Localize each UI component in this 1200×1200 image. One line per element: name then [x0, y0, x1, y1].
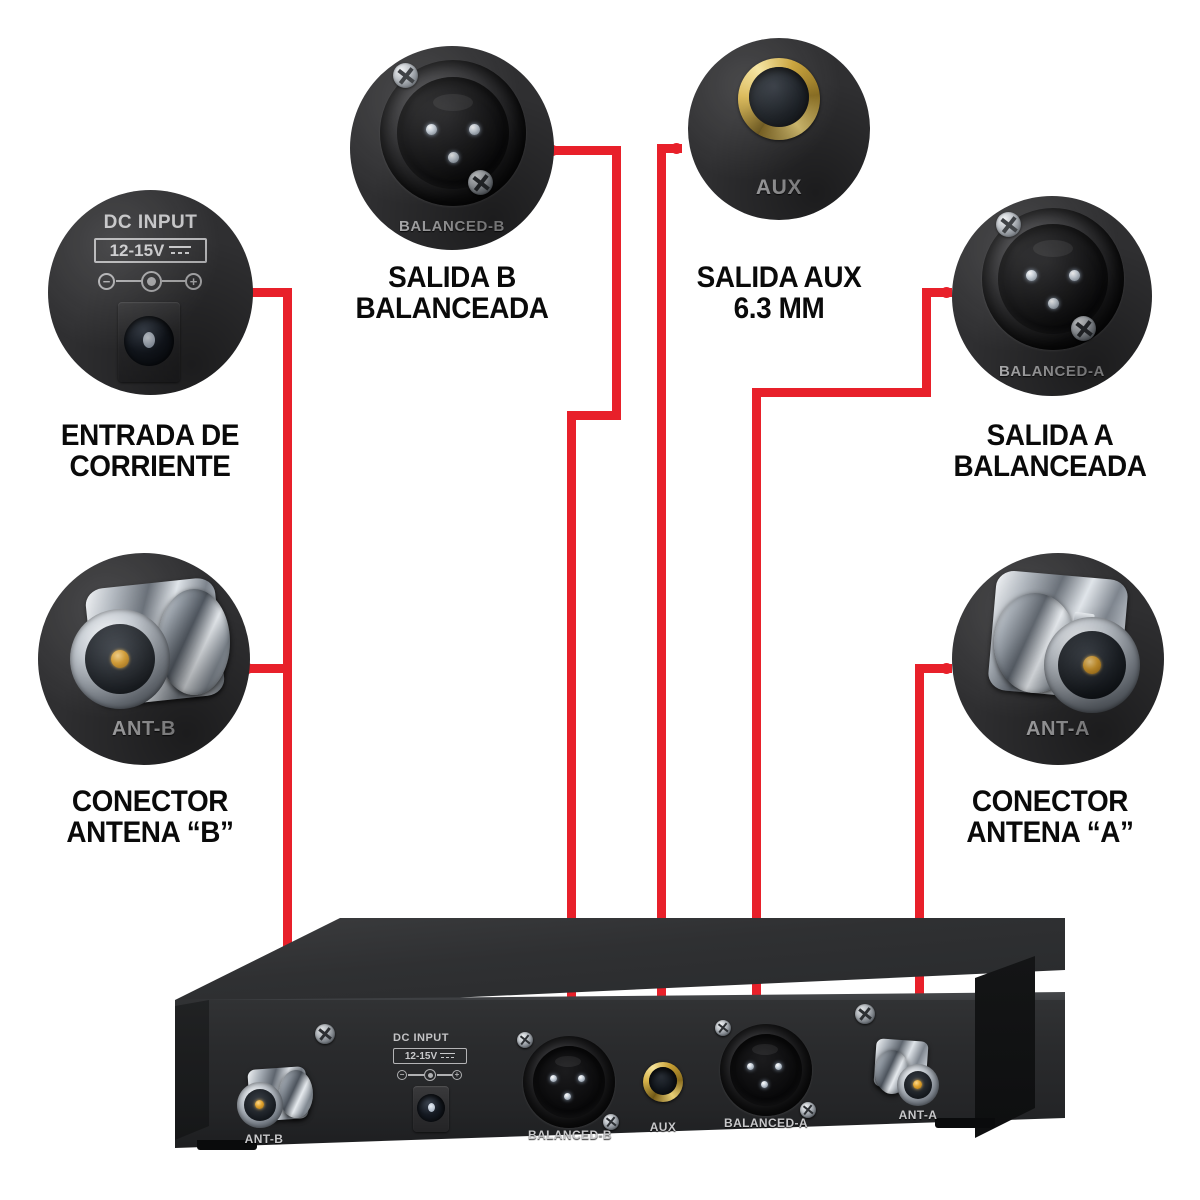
leader-line-balanced-a-v2 [752, 388, 761, 1038]
leader-line-dc-input-h1 [248, 288, 292, 297]
xlr-b-vent [433, 94, 473, 111]
aux-label: AUX [755, 176, 803, 199]
callout-balanced-a-photo: BALANCED-A [952, 196, 1152, 396]
device-xlr-a-bore [730, 1034, 802, 1106]
device-xlr-a-screw-top [715, 1020, 731, 1036]
chassis-foot-right [935, 1118, 995, 1128]
xlr-a-bore [998, 224, 1108, 334]
ant-b-barrel [158, 589, 230, 695]
caption-balanced-a: SALIDA A BALANCEADA [953, 419, 1147, 484]
caption-dc-input: ENTRADA DE CORRIENTE [60, 419, 240, 484]
aux-jack-hole [749, 67, 809, 127]
leader-line-aux-h1 [657, 144, 682, 153]
device-xlr-a-pin-2 [775, 1063, 782, 1070]
device-xlr-a-vent [752, 1044, 778, 1055]
device-label-balanced-a: BALANCED-A [724, 1116, 808, 1130]
chassis-foot-left [197, 1140, 257, 1150]
dc-voltage-text: 12-15V [109, 240, 165, 260]
leader-line-ant-a-h1 [915, 664, 952, 673]
dc-polarity-diagram: − + [98, 270, 204, 294]
device-label-ant-a: ANT-A [898, 1108, 938, 1122]
callout-balanced-b-photo: BALANCED-B [350, 46, 554, 250]
xlr-a-pin-1 [1026, 270, 1037, 281]
dc-jack-pin [143, 332, 155, 348]
xlr-a-vent [1033, 240, 1073, 257]
leader-line-balanced-b-v1 [612, 146, 621, 420]
callout-aux-photo: AUX [688, 38, 870, 220]
device-xlr-b-screw-bottom [603, 1114, 619, 1130]
device-aux-hole [649, 1067, 677, 1095]
xlr-a-screw-top [996, 212, 1021, 237]
device-label-aux: AUX [649, 1120, 677, 1134]
device-dc-voltage-text: 12-15V [404, 1050, 438, 1062]
device-ant-b-center-pin [255, 1100, 264, 1109]
leader-line-balanced-a-v1 [922, 288, 931, 394]
device-xlr-a-pin-1 [747, 1063, 754, 1070]
xlr-a-label: BALANCED-A [999, 363, 1105, 380]
dc-input-title: DC INPUT [103, 212, 198, 233]
device-xlr-b-pin-3 [564, 1093, 571, 1100]
chassis-screw-left [315, 1024, 335, 1044]
leader-line-balanced-b-h1 [552, 146, 621, 155]
device-xlr-b-bore [533, 1046, 605, 1118]
device-xlr-b-pin-1 [550, 1075, 557, 1082]
chassis-right-side [975, 956, 1035, 1138]
ant-b-label: ANT-B [111, 718, 177, 740]
dc-voltage-box: 12-15V [94, 238, 207, 263]
xlr-b-bore [397, 77, 509, 189]
leader-line-balanced-a-h1 [922, 288, 952, 297]
caption-aux: SALIDA AUX 6.3 MM [696, 261, 862, 326]
caption-balanced-b: SALIDA B BALANCEADA [355, 261, 549, 326]
ant-a-label: ANT-A [1025, 718, 1091, 740]
dc-dc-symbol [169, 244, 192, 258]
device-xlr-b-screw-top [517, 1032, 533, 1048]
xlr-a-pin-3 [1048, 298, 1059, 309]
ant-b-center-pin [111, 650, 129, 668]
device-xlr-b-pin-2 [578, 1075, 585, 1082]
device-dc-voltage-box: 12-15V [393, 1048, 467, 1064]
device-xlr-a-screw-bottom [800, 1102, 816, 1118]
callout-dc-input-photo: DC INPUT 12-15V − + [48, 190, 253, 395]
leader-line-ant-b-h1 [247, 664, 292, 673]
device-ant-a-center-pin [913, 1080, 922, 1089]
device-label-ant-b: ANT-B [244, 1132, 284, 1146]
leader-line-ant-b-v [283, 664, 292, 1092]
device-xlr-a-pin-3 [761, 1081, 768, 1088]
caption-ant-a: CONECTOR ANTENA “A” [966, 785, 1134, 850]
device-ant-b-barrel [279, 1070, 313, 1118]
callout-ant-a-photo: ANT-A [952, 553, 1164, 765]
leader-line-aux-v [657, 144, 666, 1071]
device-dc-jack-pin [428, 1103, 435, 1112]
chassis-screw-right [855, 1004, 875, 1024]
xlr-b-screw-top [393, 63, 418, 88]
chassis-left-corner [175, 1000, 209, 1140]
device-xlr-b-vent [555, 1056, 581, 1067]
receiver-rear-panel: ANT-B DC INPUT 12-15V − + [175, 918, 1065, 1170]
xlr-b-pin-2 [469, 124, 480, 135]
xlr-b-pin-3 [448, 152, 459, 163]
xlr-a-screw-bottom [1071, 316, 1096, 341]
xlr-b-label: BALANCED-B [399, 218, 505, 235]
device-dc-polarity: − + [397, 1068, 465, 1082]
device-label-balanced-b: BALANCED-B [528, 1128, 612, 1142]
xlr-b-screw-bottom [468, 170, 493, 195]
xlr-a-pin-2 [1069, 270, 1080, 281]
leader-line-ant-a-v [915, 664, 924, 1092]
leader-line-balanced-b-v2 [567, 411, 576, 1043]
callout-ant-b-photo: ANT-B [38, 553, 250, 765]
caption-ant-b: CONECTOR ANTENA “B” [66, 785, 234, 850]
device-dc-symbol [440, 1052, 456, 1061]
xlr-b-pin-1 [426, 124, 437, 135]
leader-line-balanced-a-h2 [752, 388, 931, 397]
ant-a-center-pin [1083, 656, 1101, 674]
leader-line-balanced-b-h2 [567, 411, 621, 420]
device-dc-input-title: DC INPUT [393, 1032, 449, 1044]
